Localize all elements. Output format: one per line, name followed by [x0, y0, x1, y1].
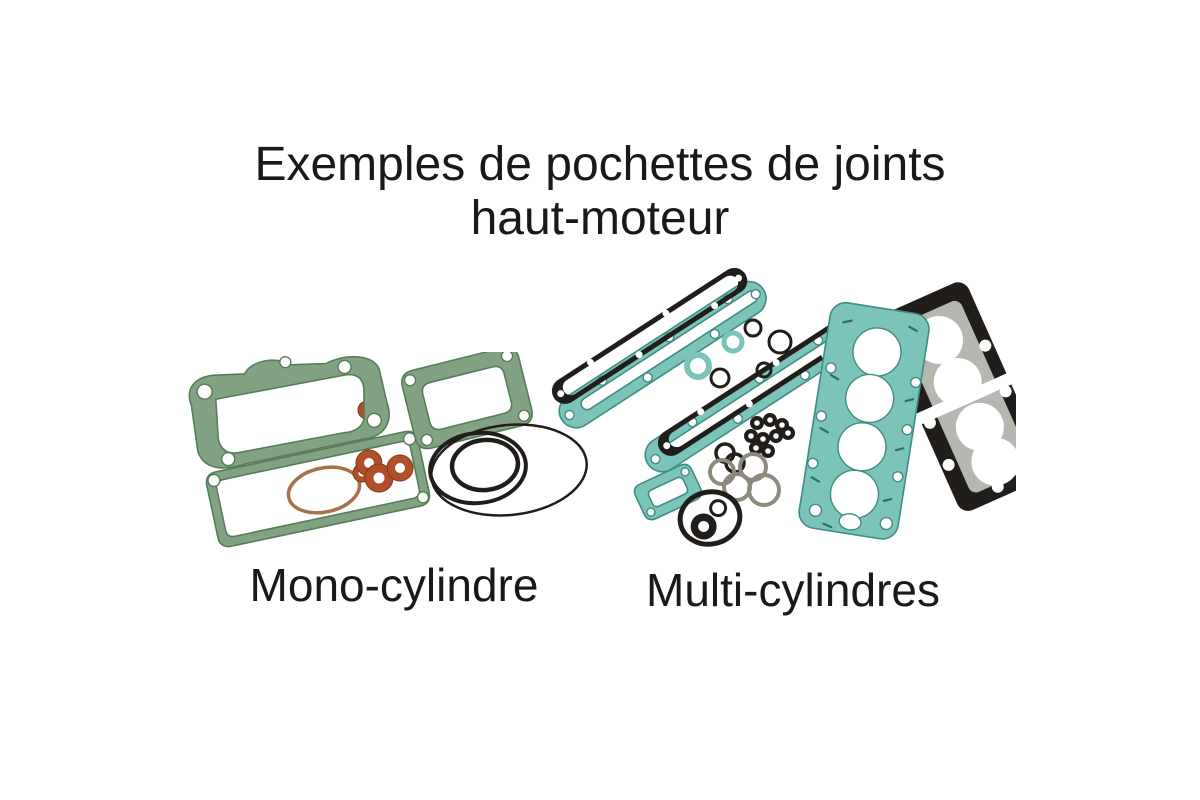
caption-multi-cylindres: Multi-cylindres: [646, 564, 940, 616]
head-gasket-multi: [798, 301, 930, 540]
valve-cover-gasket-black-1: [551, 267, 748, 404]
title-line-1: Exemples de pochettes de joints: [254, 138, 946, 191]
mono-cylinder-kit-figure: [186, 352, 616, 567]
bolt-holes: [196, 355, 382, 467]
multi-kit-illustration: [551, 267, 1016, 547]
top-end-gasket: [401, 352, 533, 450]
bolt-holes: [557, 274, 743, 398]
bolt-holes: [207, 432, 430, 504]
circular-seal-set: [677, 489, 743, 547]
bolt-holes: [403, 352, 531, 447]
gasket-print-marks: [810, 319, 918, 529]
exhaust-gasket: [633, 463, 703, 521]
mono-kit-illustration: [188, 352, 588, 548]
bolt-holes: [646, 467, 690, 517]
cylinder-head-gasket-mono: [188, 355, 390, 469]
copper-o-ring: [286, 465, 362, 515]
metal-shim-rings: [708, 452, 781, 507]
caption-mono-cylindre: Mono-cylindre: [249, 559, 539, 611]
cam-seal-rings: [684, 318, 793, 389]
rubber-o-rings: [428, 423, 588, 517]
bolt-holes: [564, 288, 761, 421]
bolt-holes: [904, 339, 1012, 493]
bolt-holes: [807, 362, 922, 531]
valve-stem-seals: [744, 413, 795, 458]
copper-washers: [352, 449, 414, 493]
multi-cylinder-kit-figure: [548, 246, 1016, 568]
cylinder-bores: [829, 327, 902, 519]
title-line-2: haut-moteur: [470, 192, 730, 245]
